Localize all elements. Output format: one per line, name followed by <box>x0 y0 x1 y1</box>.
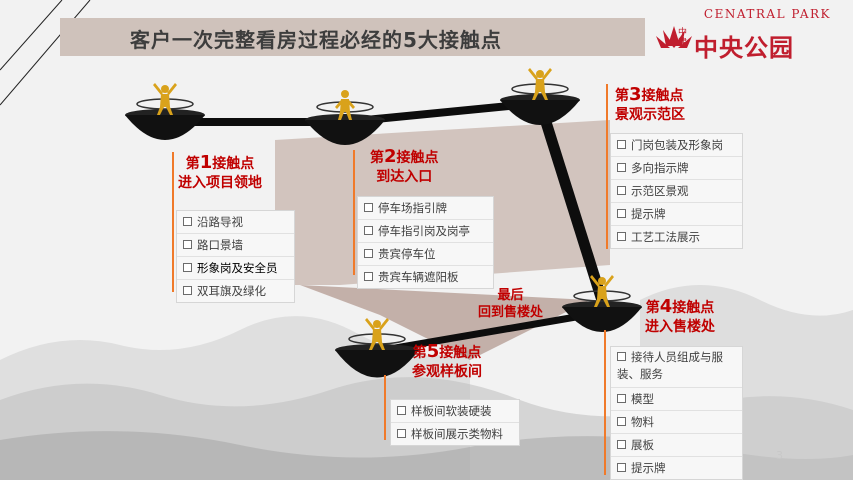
list-item: 门岗包装及形象岗 <box>611 134 742 157</box>
bowl-touchpoint-2 <box>305 90 385 145</box>
connector-line-3 <box>606 84 608 249</box>
touchpoint-5-list: 样板间软装硬装 样板间展示类物料 <box>390 399 520 446</box>
bowl-touchpoint-1 <box>125 83 205 140</box>
touchpoint-4-list: 接待人员组成与服装、服务 模型 物料 展板 提示牌 <box>610 346 743 480</box>
list-item: 展板 <box>611 434 742 457</box>
list-item: 接待人员组成与服装、服务 <box>611 347 742 388</box>
bowl-touchpoint-5 <box>335 318 419 378</box>
logo-lotus-icon <box>656 26 692 48</box>
touchpoint-1-subtitle: 进入项目领地 <box>178 175 262 191</box>
touchpoint-1-label: 第1接触点 进入项目领地 <box>178 152 262 191</box>
touchpoint-5-subtitle: 参观样板间 <box>412 364 482 380</box>
checkbox-icon <box>617 186 626 195</box>
connector-line-2 <box>353 150 355 275</box>
list-item: 双耳旗及绿化 <box>177 280 294 302</box>
touchpoint-3-subtitle: 景观示范区 <box>615 107 685 123</box>
connector-line-1 <box>172 152 174 292</box>
bowl-touchpoint-4 <box>562 275 642 332</box>
checkbox-icon <box>183 217 192 226</box>
list-item: 贵宾停车位 <box>358 243 493 266</box>
list-item: 贵宾车辆遮阳板 <box>358 266 493 288</box>
checkbox-icon <box>617 209 626 218</box>
checkbox-icon <box>397 429 406 438</box>
checkbox-icon <box>183 263 192 272</box>
checkbox-icon <box>364 226 373 235</box>
checkbox-icon <box>617 352 626 361</box>
checkbox-icon <box>397 406 406 415</box>
page-title: 客户一次完整看房过程必经的5大接触点 <box>130 28 502 52</box>
title-bar <box>60 18 645 56</box>
list-item: 提示牌 <box>611 457 742 479</box>
logo-chinese: 中央公园 <box>694 34 794 62</box>
checkbox-icon <box>617 140 626 149</box>
touchpoint-5-label: 第5接触点 参观样板间 <box>412 341 482 380</box>
touchpoint-4-subtitle: 进入售楼处 <box>645 319 715 335</box>
list-item: 停车指引岗及岗亭 <box>358 220 493 243</box>
checkbox-icon <box>364 203 373 212</box>
checkbox-icon <box>364 249 373 258</box>
connector-line-4 <box>604 330 606 475</box>
connector-line-5 <box>384 375 386 440</box>
checkbox-icon <box>617 463 626 472</box>
list-item: 形象岗及安全员 <box>177 257 294 280</box>
checkbox-icon <box>617 163 626 172</box>
checkbox-icon <box>617 417 626 426</box>
checkbox-icon <box>183 240 192 249</box>
checkbox-icon <box>364 272 373 281</box>
bowl-touchpoint-3 <box>500 68 580 125</box>
decorative-lines <box>0 0 91 106</box>
list-item: 物料 <box>611 411 742 434</box>
touchpoint-1-list: 沿路导视 路口景墙 形象岗及安全员 双耳旗及绿化 <box>176 210 295 303</box>
touchpoint-2-subtitle: 到达入口 <box>376 169 433 185</box>
checkbox-icon <box>183 286 192 295</box>
checkbox-icon <box>617 394 626 403</box>
list-item: 路口景墙 <box>177 234 294 257</box>
touchpoint-3-list: 门岗包装及形象岗 多向指示牌 示范区景观 提示牌 工艺工法展示 <box>610 133 743 249</box>
touchpoint-2-list: 停车场指引牌 停车指引岗及岗亭 贵宾停车位 贵宾车辆遮阳板 <box>357 196 494 289</box>
touchpoint-4-label: 第4接触点 进入售楼处 <box>645 296 715 335</box>
list-item: 多向指示牌 <box>611 157 742 180</box>
list-item: 模型 <box>611 388 742 411</box>
list-item: 沿路导视 <box>177 211 294 234</box>
touchpoint-3-label: 第3接触点 景观示范区 <box>615 84 685 123</box>
list-item: 样板间展示类物料 <box>391 423 519 445</box>
list-item: 工艺工法展示 <box>611 226 742 248</box>
checkbox-icon <box>617 232 626 241</box>
logo-english: CENATRAL PARK <box>703 7 831 21</box>
touchpoint-2-label: 第2接触点 到达入口 <box>370 146 439 185</box>
logo-small-text: 中建 <box>678 28 688 48</box>
list-item: 示范区景观 <box>611 180 742 203</box>
page-number: 3 <box>776 449 783 462</box>
list-item: 停车场指引牌 <box>358 197 493 220</box>
checkbox-icon <box>617 440 626 449</box>
return-note: 最后 回到售楼处 <box>478 288 544 320</box>
list-item: 样板间软装硬装 <box>391 400 519 423</box>
list-item: 提示牌 <box>611 203 742 226</box>
